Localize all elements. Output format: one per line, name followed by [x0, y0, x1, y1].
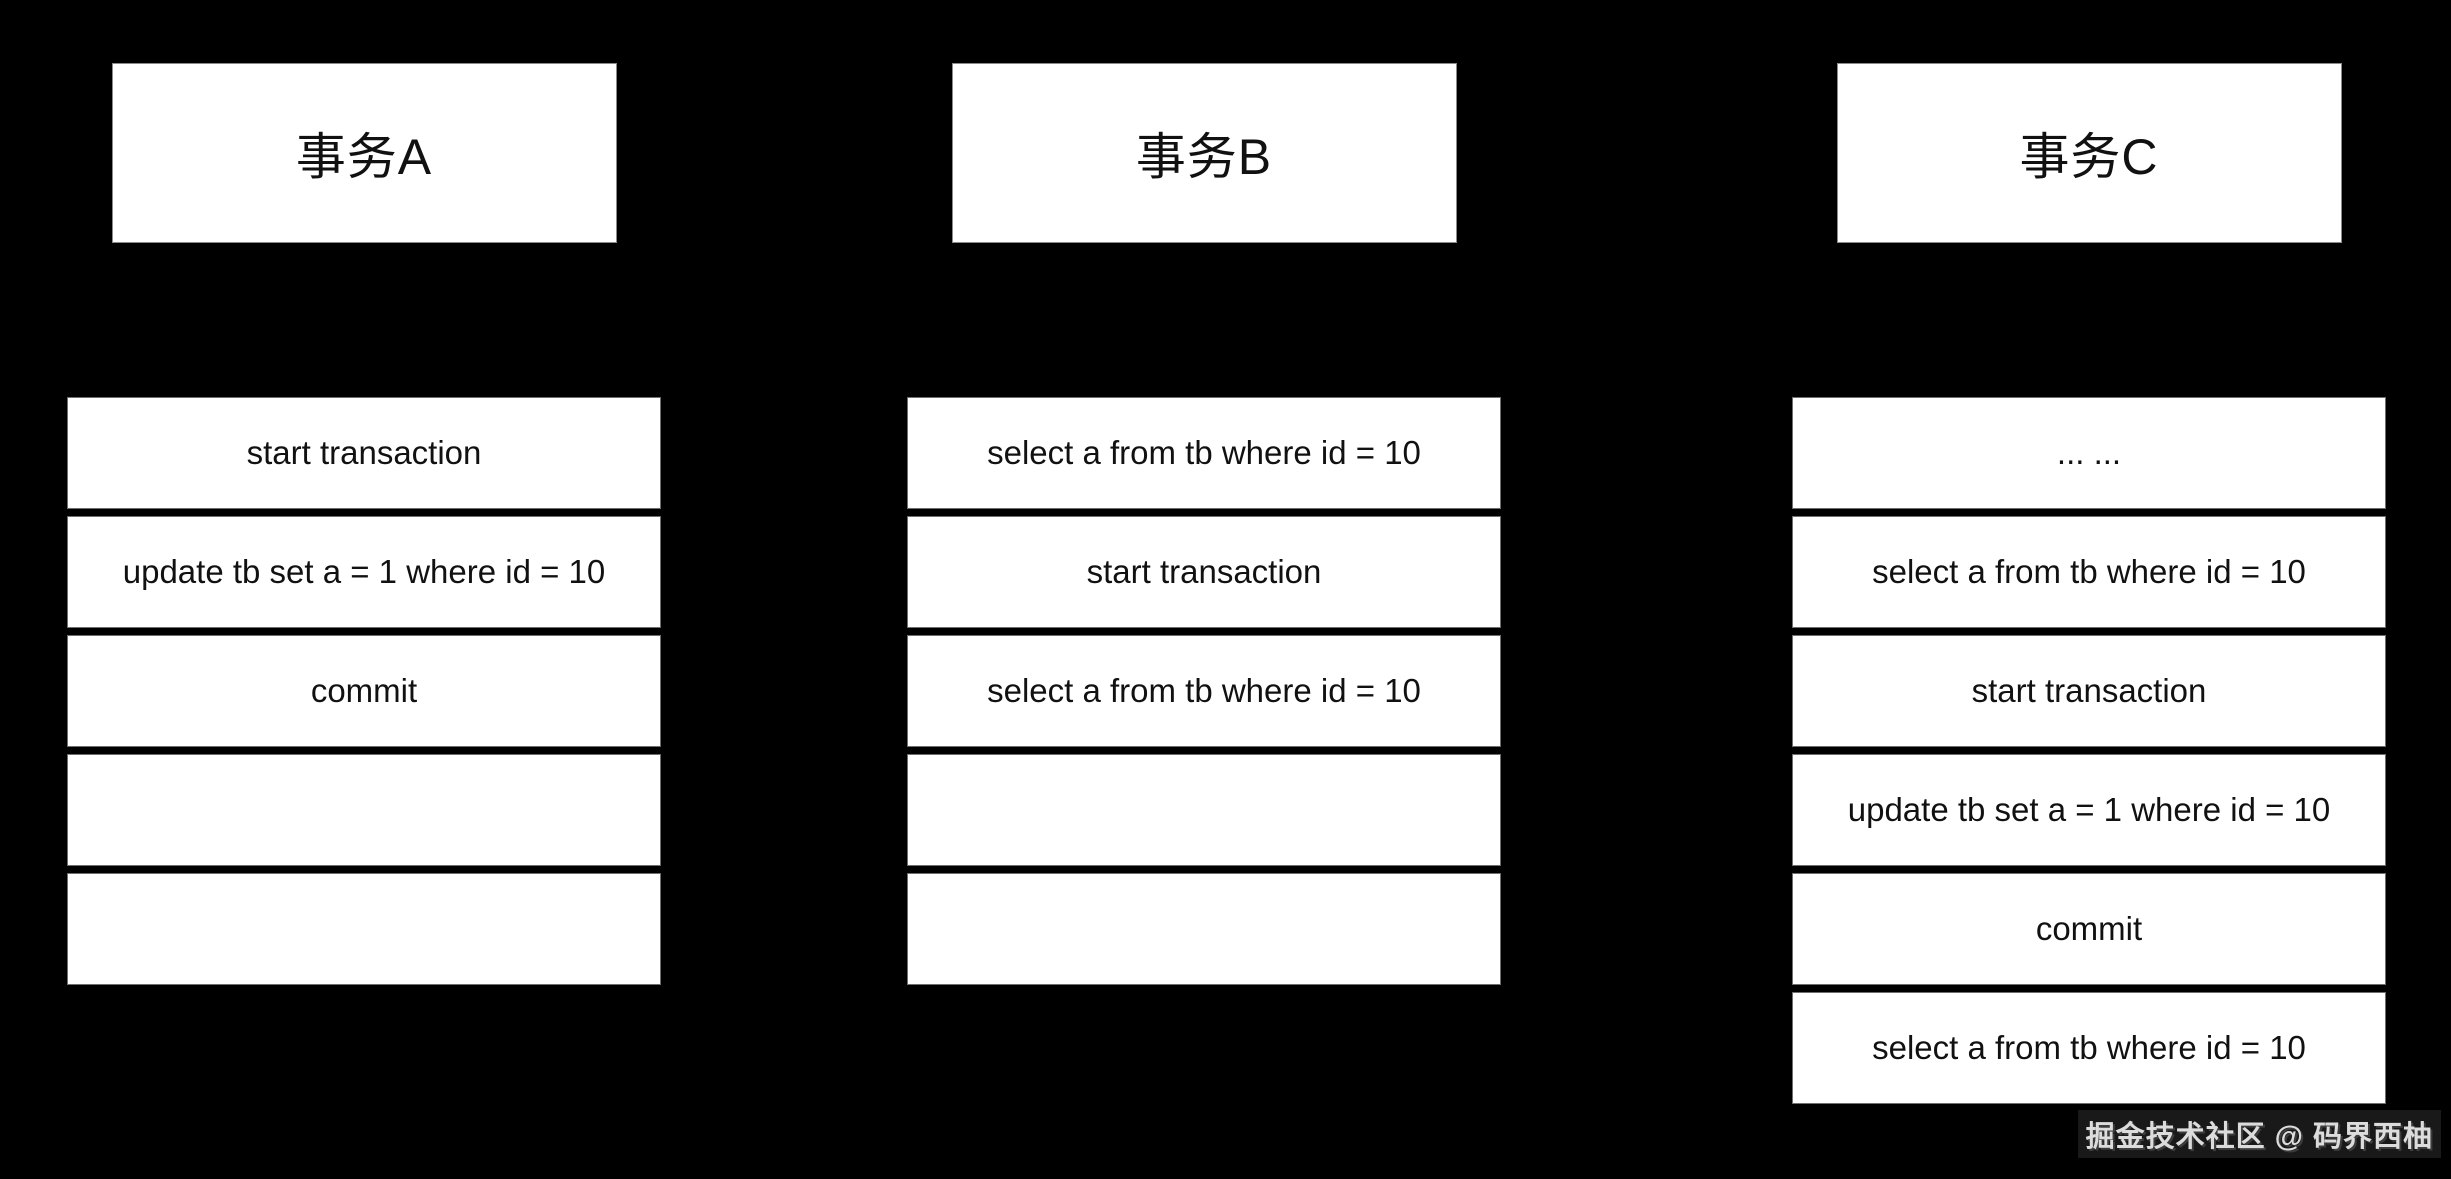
step-text: commit: [2035, 910, 2143, 947]
step-text: start transaction: [246, 434, 482, 471]
transaction-b-column: 事务B select a from tb where id = 10 start…: [907, 0, 1501, 1179]
step-text: update tb set a = 1 where id = 10: [1847, 791, 2331, 828]
transaction-c-column: 事务C ... ... select a from tb where id = …: [1792, 0, 2386, 1179]
table-row: commit: [67, 635, 661, 747]
transaction-b-header: 事务B: [951, 63, 1457, 243]
table-row: [67, 873, 661, 985]
transaction-a-header: 事务A: [111, 63, 617, 243]
transaction-c-steps: ... ... select a from tb where id = 10 s…: [1792, 397, 2386, 1104]
transaction-c-header: 事务C: [1836, 63, 2342, 243]
watermark: 掘金技术社区 @ 码界西柚: [2077, 1110, 2441, 1158]
table-row: [67, 754, 661, 866]
table-row: select a from tb where id = 10: [907, 635, 1501, 747]
transaction-b-title: 事务B: [1135, 129, 1273, 185]
transaction-a-title: 事务A: [295, 129, 433, 185]
table-row: [907, 754, 1501, 866]
table-row: update tb set a = 1 where id = 10: [67, 516, 661, 628]
transaction-b-steps: select a from tb where id = 10 start tra…: [907, 397, 1501, 985]
step-text: start transaction: [1971, 672, 2207, 709]
table-row: update tb set a = 1 where id = 10: [1792, 754, 2386, 866]
step-text: commit: [310, 672, 418, 709]
step-text: select a from tb where id = 10: [987, 672, 1421, 709]
step-text: select a from tb where id = 10: [1872, 1029, 2306, 1066]
table-row: start transaction: [907, 516, 1501, 628]
transaction-a-steps: start transaction update tb set a = 1 wh…: [67, 397, 661, 985]
table-row: start transaction: [1792, 635, 2386, 747]
table-row: select a from tb where id = 10: [907, 397, 1501, 509]
step-text: select a from tb where id = 10: [1872, 553, 2306, 590]
step-text: start transaction: [1086, 553, 1322, 590]
step-text: select a from tb where id = 10: [987, 434, 1421, 471]
step-text: ... ...: [2056, 434, 2122, 471]
transaction-c-title: 事务C: [2019, 129, 2159, 185]
table-row: ... ...: [1792, 397, 2386, 509]
table-row: start transaction: [67, 397, 661, 509]
transaction-a-column: 事务A start transaction update tb set a = …: [67, 0, 661, 1179]
table-row: select a from tb where id = 10: [1792, 992, 2386, 1104]
table-row: select a from tb where id = 10: [1792, 516, 2386, 628]
table-row: [907, 873, 1501, 985]
step-text: update tb set a = 1 where id = 10: [122, 553, 606, 590]
table-row: commit: [1792, 873, 2386, 985]
